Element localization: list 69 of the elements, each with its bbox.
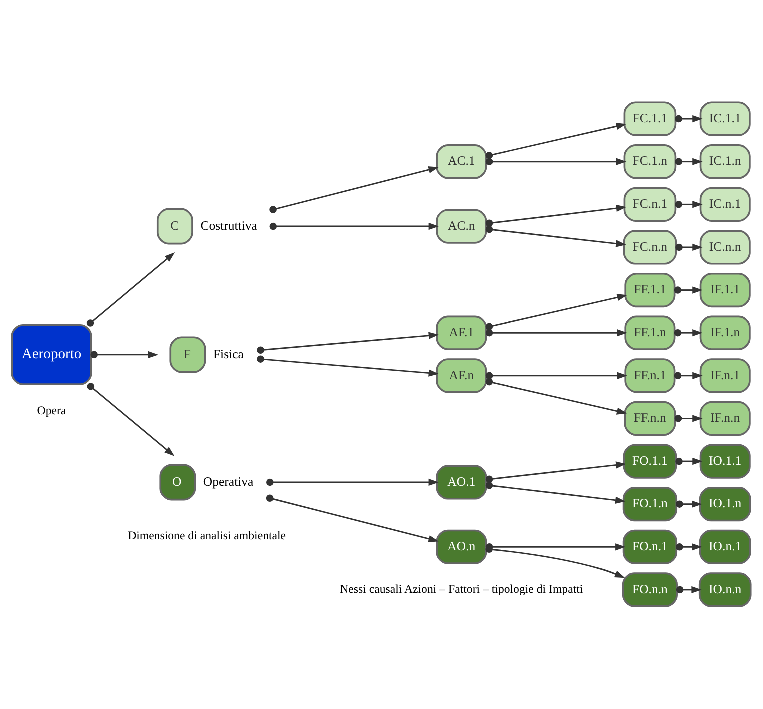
node-box: AC.n xyxy=(436,209,488,244)
arrow xyxy=(486,329,628,337)
arrow xyxy=(266,494,439,542)
node-box: IO.1.n xyxy=(699,487,752,522)
node-box: IF.1.1 xyxy=(700,272,751,308)
arrow xyxy=(486,123,627,160)
node-box: FO.1.1 xyxy=(623,444,678,479)
arrow xyxy=(486,294,628,331)
node-box: FO.n.1 xyxy=(622,530,678,564)
arrow xyxy=(676,544,702,551)
arrow xyxy=(675,201,703,208)
node-box: IC.1.1 xyxy=(700,102,751,136)
node-box: Aeroporto xyxy=(11,324,92,386)
arrow xyxy=(270,222,440,230)
node-box: FC.1.1 xyxy=(624,102,677,136)
node-label: Fisica xyxy=(213,347,244,362)
node-box: FF.1.1 xyxy=(624,272,676,308)
node-box: IO.n.n xyxy=(698,572,752,608)
node-box: IF.n.1 xyxy=(700,358,751,394)
node-box: AC.1 xyxy=(436,144,488,180)
node-box: IC.1.n xyxy=(700,144,751,180)
label: Dimensione di analisi ambientale xyxy=(128,528,286,542)
node-box: FC.1.n xyxy=(624,144,677,180)
node-box: FC.n.n xyxy=(623,230,678,265)
node-box: FC.n.1 xyxy=(624,187,677,222)
arrow xyxy=(486,482,626,504)
arrow xyxy=(675,158,703,166)
arrow xyxy=(674,372,703,380)
label: Nessi causali Azioni – Fattori – tipologie di Impatti xyxy=(340,582,584,596)
node-box: IO.n.1 xyxy=(699,530,752,564)
arrow xyxy=(257,356,440,377)
arrow xyxy=(266,478,440,486)
arrow xyxy=(674,286,703,294)
arrow xyxy=(86,252,176,327)
arrow xyxy=(675,115,703,123)
arrow xyxy=(486,226,626,248)
arrow xyxy=(486,378,628,415)
node-box: AF.1 xyxy=(436,316,488,350)
arrow xyxy=(674,329,703,337)
arrow xyxy=(486,372,628,380)
node-box: IC.n.n xyxy=(700,230,751,265)
node-box: AO.1 xyxy=(436,465,488,500)
arrow xyxy=(676,500,702,508)
node-box: AF.n xyxy=(436,358,488,394)
arrow xyxy=(486,158,627,166)
arrow xyxy=(486,546,626,578)
arrow xyxy=(270,166,439,214)
node-box: IF.n.n xyxy=(700,401,751,436)
node-box: AO.n xyxy=(436,530,488,564)
node-label: Costruttiva xyxy=(200,218,258,233)
node-box: FF.1.n xyxy=(624,316,676,350)
node-box: FF.n.1 xyxy=(624,358,676,394)
arrow xyxy=(676,244,703,252)
arrow xyxy=(87,383,175,456)
node-label: Operativa xyxy=(203,474,254,489)
node-box: FF.n.n xyxy=(624,401,676,436)
arrow xyxy=(676,458,703,466)
node-box: IF.1.n xyxy=(700,316,751,350)
node-box: FO.1.n xyxy=(622,487,678,522)
arrow xyxy=(676,586,702,594)
node-box: IO.1.1 xyxy=(700,444,751,479)
arrow xyxy=(257,332,440,354)
arrow xyxy=(674,415,703,422)
node-box: IC.n.1 xyxy=(700,187,751,222)
arrow xyxy=(486,204,627,228)
arrow xyxy=(486,462,626,484)
label: Opera xyxy=(37,404,66,418)
node-box: FO.n.n xyxy=(622,572,678,608)
arrow xyxy=(90,351,159,359)
